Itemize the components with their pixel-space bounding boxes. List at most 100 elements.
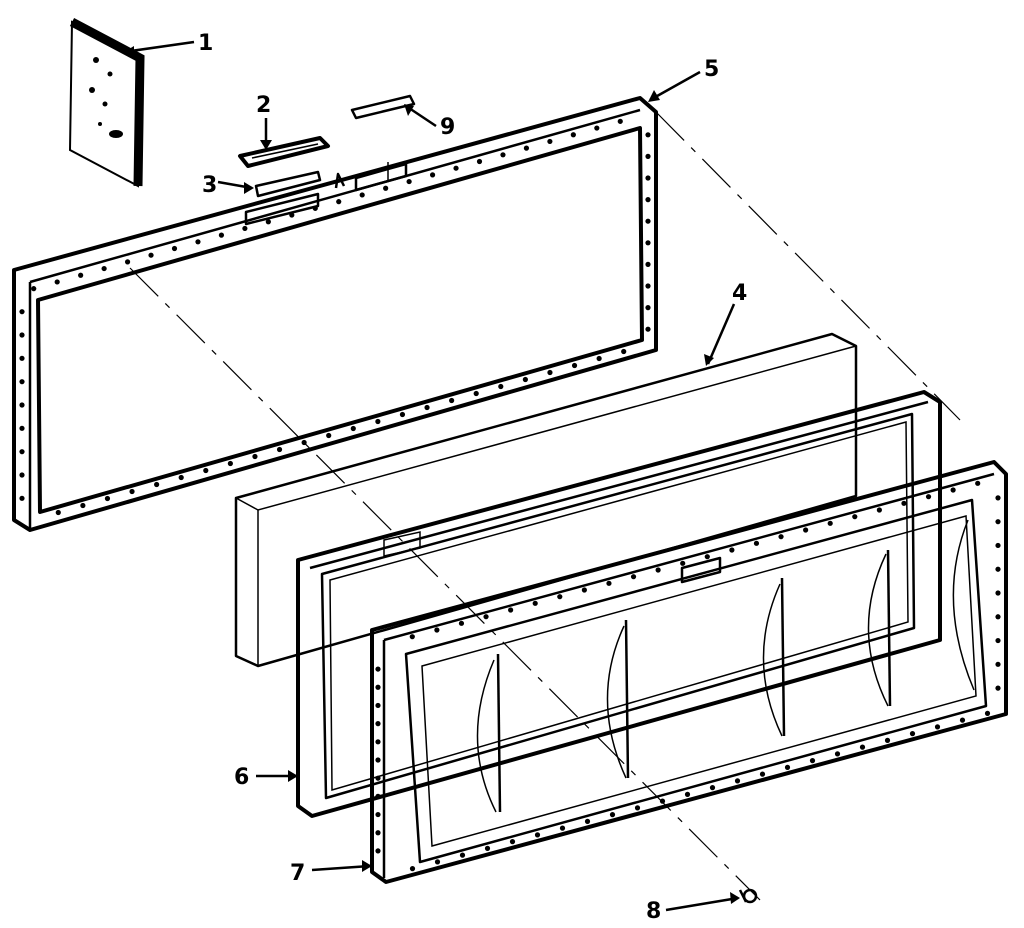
mounting-hole (509, 839, 516, 845)
mounting-hole (459, 852, 466, 858)
mounting-hole (753, 540, 760, 546)
mounting-hole (609, 812, 616, 818)
mounting-hole (784, 764, 791, 770)
mounting-hole (680, 560, 686, 566)
mounting-hole (508, 607, 514, 613)
mounting-hole (709, 785, 716, 791)
mounting-hole (375, 757, 381, 763)
mounting-hole (859, 744, 866, 750)
mounting-hole (124, 259, 131, 265)
mounting-hole (522, 376, 528, 383)
part-2-handle-cap (238, 136, 330, 168)
mounting-hole (995, 542, 1001, 549)
callout-2: 2 (256, 93, 271, 118)
mounting-hole (429, 172, 436, 178)
mounting-hole (350, 425, 356, 432)
mounting-hole (645, 153, 651, 159)
mounting-hole (375, 418, 381, 425)
mounting-hole (55, 509, 61, 516)
mounting-hole (995, 614, 1001, 620)
mounting-hole (336, 199, 342, 205)
mounting-hole (534, 832, 541, 838)
mounting-hole (154, 481, 160, 488)
mounting-hole (399, 411, 406, 418)
mounting-hole (484, 845, 491, 851)
mounting-hole (584, 818, 591, 824)
mounting-hole (523, 145, 530, 151)
mounting-hole (934, 724, 941, 730)
mounting-hole (242, 225, 248, 232)
mounting-hole (645, 240, 651, 246)
mounting-hole (734, 778, 741, 784)
callout-4: 4 (732, 281, 747, 306)
mounting-hole (19, 402, 25, 408)
part-6-gasket (296, 390, 942, 818)
mounting-hole (375, 739, 381, 745)
mounting-hole (594, 125, 600, 131)
mounting-hole (645, 218, 651, 224)
mounting-hole (645, 305, 651, 311)
mounting-hole (171, 245, 178, 252)
mounting-hole (759, 771, 766, 777)
mounting-hole (449, 397, 455, 404)
mounting-hole (434, 627, 440, 633)
mounting-hole (80, 502, 86, 509)
mounting-hole (500, 152, 506, 158)
mounting-hole (101, 265, 107, 272)
part-9-strip (350, 94, 416, 120)
mounting-hole (959, 717, 966, 723)
mounting-hole (975, 480, 981, 486)
mounting-hole (178, 474, 184, 481)
mounting-hole (483, 614, 489, 620)
mounting-hole (218, 232, 225, 238)
mounting-hole (547, 369, 553, 376)
mounting-hole (409, 866, 416, 872)
callout-7: 7 (290, 861, 305, 886)
mounting-hole (375, 702, 381, 709)
part-1-plate (68, 18, 145, 188)
mounting-hole (375, 793, 381, 799)
mounting-hole (995, 519, 1001, 525)
mounting-hole (19, 379, 25, 385)
mounting-hole (704, 554, 710, 560)
mounting-hole (375, 721, 381, 727)
mounting-hole (557, 594, 563, 600)
mounting-hole (559, 825, 566, 831)
mounting-hole (19, 472, 25, 478)
mounting-hole (950, 487, 956, 493)
mounting-hole (252, 453, 258, 460)
mounting-hole (901, 500, 907, 506)
mounting-hole (645, 261, 651, 267)
mounting-hole (476, 158, 483, 165)
mounting-hole (409, 634, 415, 640)
mounting-hole (453, 165, 459, 171)
callout-8: 8 (646, 899, 661, 924)
mounting-hole (884, 737, 891, 743)
part-8-screw (738, 888, 758, 904)
mounting-hole (995, 637, 1001, 644)
mounting-hole (645, 132, 651, 138)
mounting-hole (634, 805, 641, 811)
mounting-hole (312, 205, 318, 211)
mounting-hole (473, 390, 479, 397)
mounting-hole (803, 527, 809, 533)
mounting-hole (995, 590, 1001, 596)
mounting-hole (995, 685, 1001, 691)
mounting-hole (571, 362, 578, 369)
mounting-hole (375, 775, 381, 781)
mounting-hole (645, 197, 651, 203)
mounting-hole (645, 283, 651, 289)
mounting-hole (498, 383, 504, 390)
part-7-inner-liner (370, 460, 1008, 884)
mounting-hole (645, 175, 651, 181)
mounting-hole (406, 178, 412, 185)
mounting-hole (532, 600, 538, 606)
mounting-hole (581, 587, 587, 593)
mounting-hole (458, 620, 465, 626)
leader-arrows (123, 40, 740, 912)
callout-5: 5 (704, 57, 719, 82)
mounting-hole (289, 212, 295, 218)
mounting-hole (570, 132, 576, 138)
mounting-hole (375, 811, 381, 818)
